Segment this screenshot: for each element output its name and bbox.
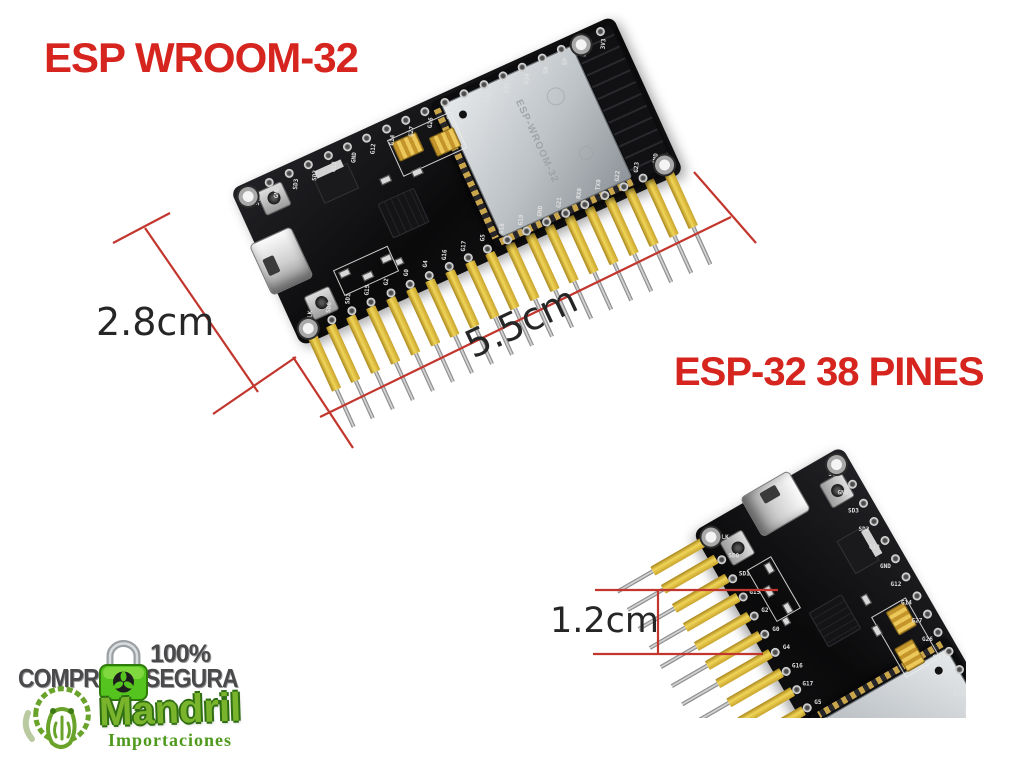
smd-component [860,593,872,607]
solder-hole [899,570,913,584]
pin-label: G5 [814,698,822,706]
pin-label: SD2 [858,526,870,534]
padlock-icon [99,640,148,701]
pin-label: SD2 [311,169,320,182]
pin-label: G13 [330,160,339,173]
pin-label: SD3 [292,178,301,190]
pin-label: G22 [613,170,622,182]
pin-label: G5 [479,233,487,242]
pin-label: G21 [555,196,564,209]
dimension-label-width: 2.8cm [96,300,215,344]
pin-label: G27 [407,125,416,138]
seal-percent: 100% [150,640,211,668]
pin-label: G32 [953,690,965,698]
pin-label: SD1 [738,570,750,578]
pin-label: GND [536,205,545,217]
module-label: ESP-WROOM-32 [513,97,561,185]
pin-label: G13 [869,544,881,552]
pin-label: G33 [943,672,954,680]
pin-label: G34 [522,73,531,85]
pin-label: SD3 [848,507,859,515]
pin-label: G25 [932,654,944,662]
pin-label: G14 [900,599,912,607]
brand-name: Mandril [98,685,242,735]
pin-label: G18 [823,717,834,718]
pin-label: G25 [445,108,454,120]
pin-label: G16 [791,662,803,670]
pin-label: GND [349,152,358,164]
pin-label: G2 [383,277,391,286]
pin-label: G23 [632,161,641,174]
pin-label: G0 [402,268,410,277]
pin-label: G26 [921,635,933,643]
pin-label: G32 [484,90,493,103]
solder-hole [932,626,945,639]
pin-label: G4 [421,260,430,269]
pin-label: G16 [440,249,449,261]
pin-label: SN [542,66,550,75]
pin-label: G12 [369,143,378,155]
pin-label: GND [273,187,282,199]
smd-component [394,256,405,267]
pin-label: 3V3 [599,38,608,50]
usb-uart-chip [377,187,430,239]
pin-label: G26 [426,117,435,129]
pin-label: GND [879,562,891,570]
pin-label: G0 [772,625,780,633]
solder-hole [910,589,923,602]
pin-label: G2 [761,607,769,615]
metal-shield: ESP-WROOM-32 [819,647,966,718]
title-esp32-38-pines: ESP-32 38 PINES [674,350,985,394]
solder-hole [399,114,412,127]
certification-mark [543,84,568,109]
pin-label: G35 [964,709,966,716]
pin-label: G17 [802,680,814,688]
pin-label: SD1 [344,293,353,305]
pin-label: G35 [503,82,512,94]
solder-hole [867,515,881,528]
pin-label: SD0 [325,301,334,314]
solder-hole [889,552,902,565]
pin-label: G27 [911,617,923,625]
dimension-label-pins: 1.2cm [550,601,659,641]
micro-usb-connector [739,469,812,538]
seal-word-segura: SEGURA [145,663,239,693]
solder-hole [857,496,870,510]
pin-label: G33 [465,99,474,112]
pin-label: G15 [749,589,761,597]
micro-usb-connector [248,226,314,297]
solder-hole [321,149,334,162]
pin-label: RX0 [574,187,583,200]
pin-label: GND [837,489,849,497]
brand-subtitle: Importaciones [108,730,232,750]
pin-label: G19 [517,214,526,226]
pin-label: G4 [782,643,790,651]
pin-label: G18 [498,222,507,235]
pin-label: SP [561,58,569,66]
pin-label: G14 [388,134,397,147]
usb-uart-chip [808,593,862,648]
solder-hole [878,533,891,547]
smd-component [781,616,792,627]
solder-hole [380,123,393,136]
certification-mark [576,143,596,163]
mandril-monkey-icon [22,686,91,749]
solder-hole [419,105,432,118]
smd-component [379,174,393,186]
title-esp-wroom-32: ESP WROOM-32 [44,34,359,81]
pin-label: TX0 [594,179,603,191]
solder-hole [921,607,934,621]
pin-label: SD0 [728,552,740,560]
pin-label: G12 [890,580,902,588]
pin-label: G17 [459,240,468,252]
pin-label: G15 [363,284,372,296]
